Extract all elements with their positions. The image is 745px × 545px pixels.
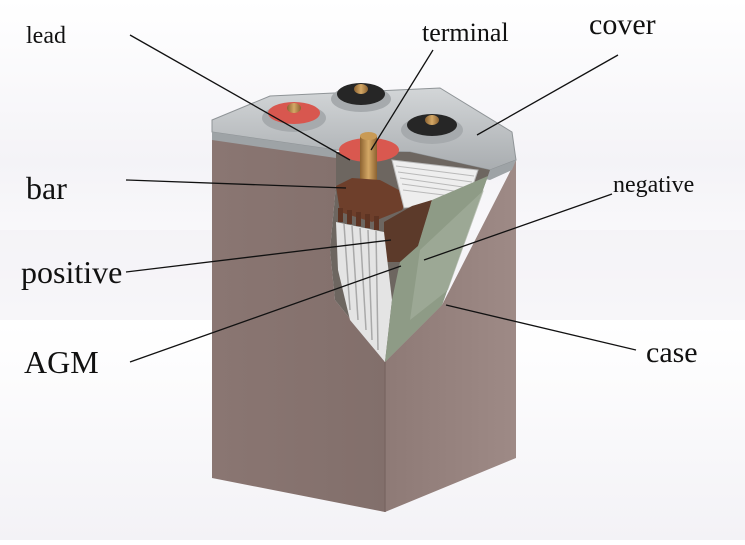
leader-lead (129, 34, 351, 161)
leader-cover (476, 54, 619, 136)
label-case: case (646, 336, 698, 369)
cover-rim (212, 132, 336, 158)
terminal-post-1 (287, 103, 301, 113)
leader-positive (125, 239, 392, 273)
leader-terminal (370, 49, 434, 151)
terminal-post-top (360, 132, 377, 140)
agm-highlight (410, 190, 484, 320)
leader-agm (129, 265, 402, 363)
label-positive: positive (21, 254, 123, 290)
bar-teeth (338, 208, 379, 230)
positive-plate (384, 200, 432, 262)
leader-bar (125, 179, 347, 189)
terminal-post-3 (425, 115, 439, 125)
leader-case (445, 304, 637, 351)
leader-lines (125, 34, 637, 363)
label-negative: negative (613, 172, 695, 198)
terminal-post-cut (360, 136, 377, 184)
label-agm: AGM (24, 344, 99, 380)
label-cover: cover (589, 8, 656, 41)
label-lead: lead (26, 23, 66, 49)
label-terminal: terminal (422, 18, 509, 47)
label-bar: bar (26, 170, 67, 206)
lead-bar (336, 178, 410, 222)
plate-stack (336, 222, 392, 362)
leader-negative (423, 193, 613, 261)
terminal-post-2 (354, 84, 368, 94)
case-side-face (385, 160, 516, 512)
case-front-face (212, 132, 385, 512)
